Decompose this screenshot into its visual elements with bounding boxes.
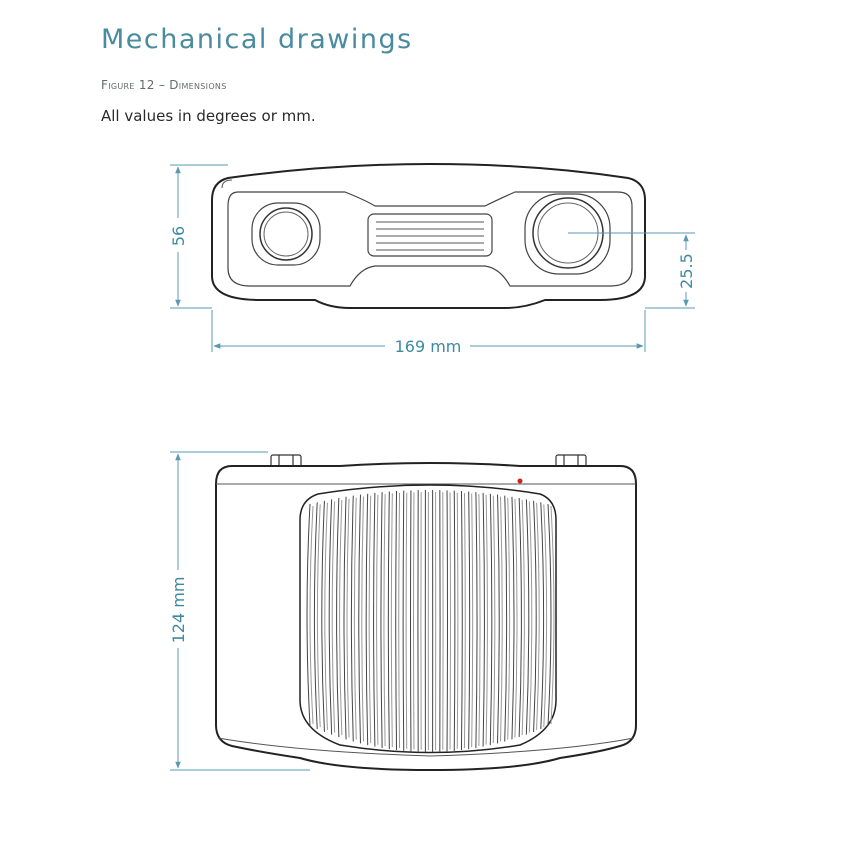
left-lens	[251, 202, 321, 266]
depth-label: 124 mm	[169, 577, 188, 644]
width-label: 169 mm	[395, 337, 462, 356]
width-dimension: 169 mm	[211, 310, 646, 356]
top-grille-outline	[299, 484, 557, 754]
page-title: Mechanical drawings	[101, 24, 413, 55]
center-vent	[367, 213, 493, 257]
lens-center-dimension: 25.5	[568, 232, 696, 309]
status-indicator-led	[517, 478, 523, 484]
front-view: 56 169 mm 25.5	[169, 162, 696, 356]
figure-caption: Figure 12 – Dimensions	[101, 78, 227, 92]
top-grille-fins	[306, 490, 555, 752]
units-note: All values in degrees or mm.	[101, 107, 316, 125]
lens-center-label: 25.5	[677, 253, 696, 289]
depth-dimension: 124 mm	[169, 451, 310, 771]
height-dimension: 56	[169, 164, 228, 309]
top-body-outline	[215, 462, 637, 772]
top-view: 124 mm	[169, 451, 637, 772]
front-face-panel	[227, 191, 633, 287]
height-label: 56	[169, 226, 188, 246]
